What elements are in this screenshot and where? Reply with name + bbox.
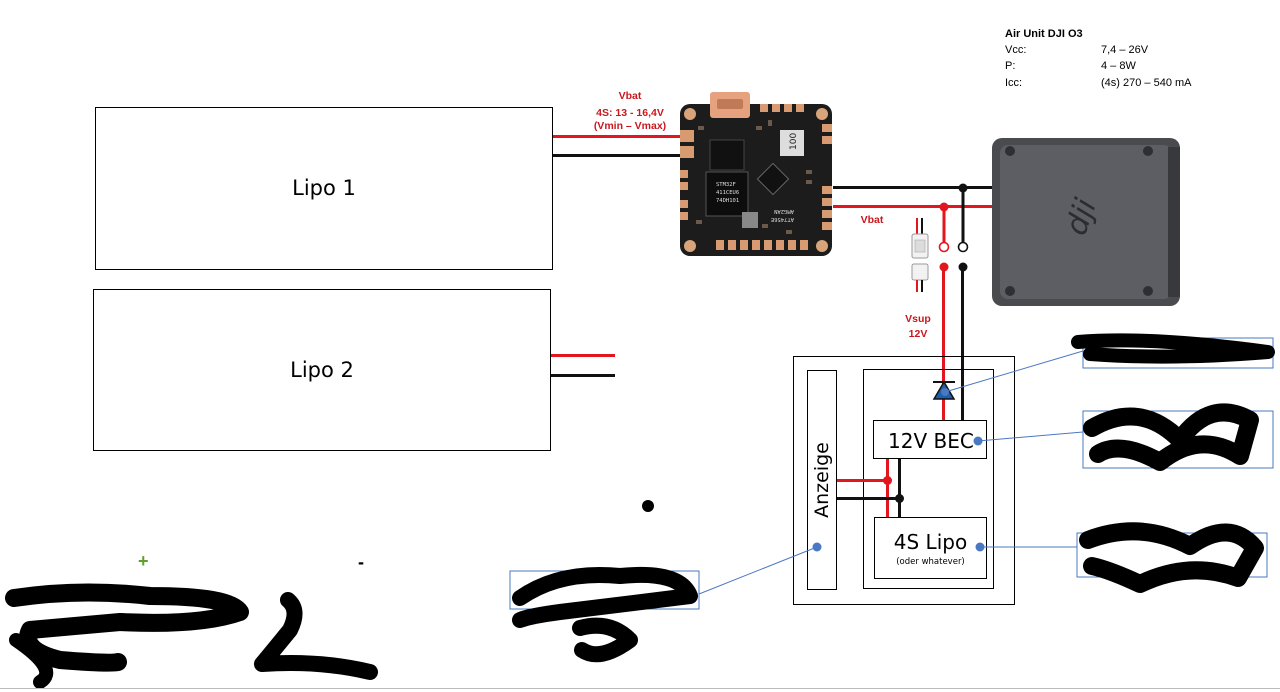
- flight-controller-board: STM32F 411CEU6 74DH101 100 AT7456E AMG2A…: [680, 92, 832, 256]
- callout-box-bec: [1082, 410, 1274, 469]
- dji-air-unit: dji: [992, 138, 1180, 306]
- plus-sign: +: [138, 551, 149, 571]
- anzeige-box: Anzeige: [807, 370, 837, 590]
- vsup-red-wire: [942, 270, 945, 400]
- svg-text:74DH101: 74DH101: [716, 198, 739, 204]
- screw-icon: [1143, 146, 1153, 156]
- internal-junctions: [883, 476, 904, 503]
- open-terminal-icon: [938, 241, 950, 253]
- callout-dot-icon: [973, 436, 983, 446]
- lipo-2-black-wire: [551, 374, 615, 377]
- mount-hole-icon: [816, 240, 828, 252]
- lipo-1-label: Lipo 1: [292, 176, 356, 200]
- junction-dot-icon: [939, 202, 949, 212]
- mount-hole-icon: [684, 240, 696, 252]
- lipo-2-label: Lipo 2: [290, 358, 354, 382]
- svg-text:STM32F: STM32F: [716, 182, 736, 188]
- fc-vbat-label: Vbat 4S: 13 - 16,4V (Vmin – Vmax): [580, 90, 680, 133]
- module-lipo-label: 4S Lipo: [893, 530, 968, 554]
- fc-vbat-title: Vbat: [618, 90, 642, 102]
- mount-hole-icon: [816, 108, 828, 120]
- module-lipo-box: 4S Lipo (oder whatever): [874, 517, 987, 579]
- callout-dot-icon: [941, 388, 949, 396]
- svg-text:AMG2AN: AMG2AN: [774, 208, 794, 214]
- spec-power-key: P:: [1005, 60, 1016, 72]
- lipo-2-box: Lipo 2: [93, 289, 551, 451]
- svg-text:411CEU6: 411CEU6: [716, 190, 739, 196]
- screw-icon: [1143, 286, 1153, 296]
- marker-dot-icon: [642, 500, 654, 512]
- jst-connector-icon: [911, 218, 929, 292]
- vsup-label: Vsup 12V: [898, 313, 938, 341]
- bottom-border: [0, 688, 1280, 689]
- bec-red-out-wire: [942, 398, 945, 420]
- junction-dot-icon: [958, 262, 968, 272]
- bec-box: 12V BEC: [873, 420, 987, 459]
- mount-hole-icon: [684, 108, 696, 120]
- vbat-label: Vbat: [860, 214, 884, 226]
- callout-dot-icon: [975, 542, 985, 552]
- fc-vbat-range: 4S: 13 - 16,4V: [596, 107, 664, 119]
- spec-vcc-key: Vcc:: [1005, 44, 1027, 56]
- bec-lipo-black-wire: [898, 458, 901, 518]
- screw-icon: [1005, 286, 1015, 296]
- anzeige-black-wire: [837, 497, 901, 500]
- spec-icc-value: (4s) 270 – 540 mA: [1101, 77, 1192, 89]
- redaction-scribble-icon: [5, 333, 1275, 689]
- lipo-2-red-wire: [551, 354, 615, 357]
- bec-lipo-red-wire: [886, 458, 889, 518]
- junction-dot-icon: [958, 183, 968, 193]
- bec-label: 12V BEC: [888, 429, 974, 453]
- anzeige-red-wire: [837, 479, 889, 482]
- spec-icc-key: Icc:: [1005, 77, 1023, 89]
- vsup-label-line2: 12V: [908, 328, 928, 340]
- module-lipo-sublabel: (oder whatever): [896, 557, 965, 567]
- vsup-label-line1: Vsup: [905, 313, 931, 325]
- callout-dot-icon: [812, 542, 822, 552]
- svg-text:100: 100: [789, 133, 799, 150]
- power-module-outer-box: [793, 356, 1015, 605]
- fc-vbat-minmax: (Vmin – Vmax): [593, 120, 667, 132]
- junction-dot-icon: [883, 476, 892, 485]
- minus-sign: -: [358, 552, 364, 572]
- spec-vcc-value: 7,4 – 26V: [1101, 44, 1149, 56]
- open-terminal-icon: [957, 241, 969, 253]
- junction-posts: [938, 183, 969, 272]
- junction-dot-icon: [939, 262, 949, 272]
- screw-icon: [1005, 146, 1015, 156]
- air-unit-title: Air Unit DJI O3: [1005, 28, 1083, 40]
- lipo-1-black-wire: [553, 154, 683, 157]
- svg-text:AT7456E: AT7456E: [771, 216, 794, 222]
- lipo-1-red-wire: [553, 135, 683, 138]
- junction-dot-icon: [895, 494, 904, 503]
- vsup-black-wire: [961, 270, 964, 420]
- fc-to-airunit-red-wire: [833, 205, 995, 208]
- lipo-1-box: Lipo 1: [95, 107, 553, 270]
- spec-power-value: 4 – 8W: [1101, 60, 1136, 72]
- fc-to-airunit-black-wire: [833, 186, 995, 189]
